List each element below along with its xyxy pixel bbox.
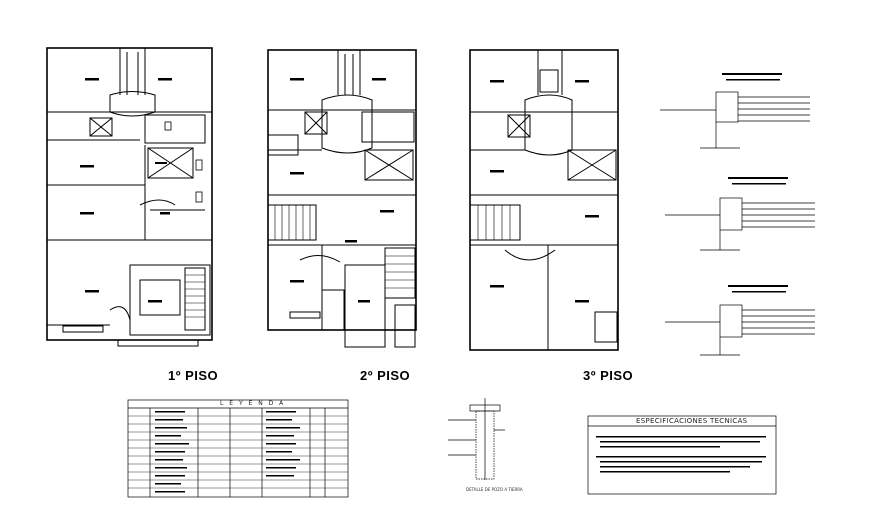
specifications-title: ESPECIFICACIONES TECNICAS	[636, 417, 748, 425]
floor-plan-2	[267, 49, 417, 348]
specifications-box	[587, 415, 777, 495]
floor-1-title: 1º PISO	[168, 368, 219, 383]
grounding-detail	[448, 398, 505, 480]
legend-title: L E Y E N D A	[220, 400, 286, 407]
floor-plan-1	[46, 47, 213, 347]
legend-table	[127, 399, 349, 498]
detail-caption: DETALLE DE POZO A TIERRA	[466, 487, 523, 492]
floor-plan-3	[469, 49, 619, 351]
electrical-schematic-3	[665, 285, 815, 356]
electrical-schematic-1	[660, 73, 810, 149]
floor-2-title: 2º PISO	[360, 368, 411, 383]
floor-3-title: 3º PISO	[583, 368, 634, 383]
electrical-schematic-2	[665, 177, 815, 251]
